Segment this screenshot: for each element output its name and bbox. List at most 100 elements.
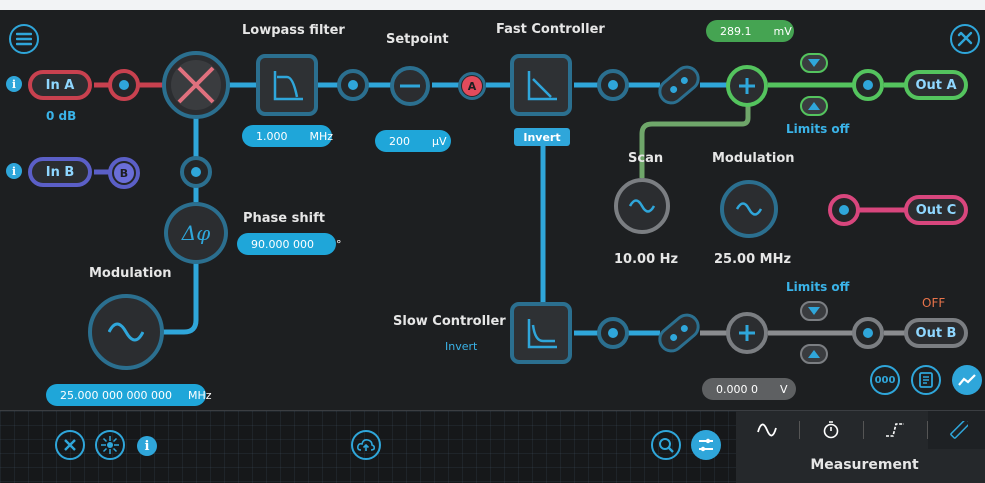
cloud-upload-button[interactable] (351, 430, 381, 460)
out-a-port[interactable]: Out A (904, 70, 968, 100)
setpoint-value-text: 200 (389, 134, 410, 148)
triangle-up-icon (808, 350, 820, 358)
about-info-icon[interactable]: i (137, 436, 157, 456)
tools-button[interactable] (950, 24, 980, 54)
lowpass-value-text: 1.000 (256, 129, 288, 143)
sum-b[interactable] (726, 312, 768, 354)
slow-invert-button[interactable]: Invert (445, 340, 478, 353)
limit-b-up-button[interactable] (800, 344, 828, 364)
modulation-out-source[interactable] (720, 180, 778, 238)
mixer[interactable] (162, 51, 230, 119)
in-b-badge[interactable]: B (108, 157, 140, 189)
fast-controller-block[interactable] (510, 54, 572, 116)
in-a-node[interactable] (108, 69, 140, 101)
out-c-node[interactable] (828, 194, 860, 226)
tab-step[interactable] (864, 411, 926, 449)
phase-shift-unit: ° (335, 237, 342, 251)
settings-sliders-button[interactable] (691, 430, 721, 460)
modulation-out-frequency[interactable]: 25.00 MHz (714, 252, 792, 267)
out-a-node[interactable] (852, 69, 884, 101)
mixer-ref-node[interactable] (180, 156, 212, 188)
fast-switch[interactable] (653, 60, 705, 110)
out-b-state: OFF (922, 296, 946, 310)
step-response-icon (886, 423, 904, 437)
phase-shift-value[interactable]: 90.000 000° (237, 233, 341, 255)
fast-controller-title: Fast Controller (496, 22, 605, 37)
slow-controller-block[interactable] (510, 302, 572, 364)
tab-divider (863, 421, 864, 439)
out-a-label: Out A (915, 77, 957, 93)
lowpass-out-node[interactable] (337, 69, 369, 101)
in-a-info-icon[interactable]: i (6, 76, 22, 92)
slow-controller-icon (527, 319, 557, 349)
in-a-port[interactable]: In A (28, 70, 92, 100)
lowpass-icon (273, 71, 303, 101)
scan-title: Scan (628, 151, 664, 166)
tab-timer[interactable] (800, 411, 862, 449)
limit-a-down-button[interactable] (800, 53, 828, 73)
limit-a-up-button[interactable] (800, 96, 828, 116)
tab-waveform[interactable] (736, 411, 798, 449)
search-icon (659, 438, 674, 453)
laser-button[interactable] (95, 430, 125, 460)
trend-button[interactable] (952, 365, 982, 395)
binary-button[interactable]: 000 (870, 365, 900, 395)
setpoint-unit: µV (432, 134, 447, 148)
modulation-in-source[interactable] (88, 294, 164, 370)
switch-icon (670, 77, 688, 93)
lowpass-block[interactable] (256, 54, 318, 116)
out-b-port[interactable]: Out B (904, 318, 968, 348)
setpoint-subtract[interactable] (390, 66, 430, 106)
measurement-panel-title: Measurement (810, 457, 919, 473)
cloud-upload-icon (357, 439, 375, 451)
slow-switch[interactable] (653, 308, 705, 358)
sum-a[interactable] (726, 65, 768, 107)
setpoint-value[interactable]: 200 µV (375, 130, 451, 152)
scan-source[interactable] (614, 178, 670, 234)
phase-symbol: Δφ (181, 221, 211, 245)
out-b-node[interactable] (852, 317, 884, 349)
scan-frequency[interactable]: 10.00 Hz (614, 252, 679, 267)
offset-a-value-text: 289.1 (720, 24, 752, 38)
in-a-gain[interactable]: 0 dB (46, 109, 77, 123)
fast-invert-button[interactable]: Invert (514, 128, 570, 146)
signal-flow-canvas: i In A 0 dB i In B B Lowpass filter 1.00… (0, 10, 985, 411)
modulation-in-unit: MHz (187, 388, 212, 402)
triangle-up-icon (808, 102, 820, 110)
setpoint-badge[interactable]: A (458, 72, 486, 100)
tab-measurement[interactable] (928, 411, 985, 449)
phase-shift-block[interactable]: Δφ (164, 202, 228, 264)
slow-out-node[interactable] (597, 317, 629, 349)
out-c-label: Out C (915, 202, 957, 218)
notes-button[interactable] (911, 365, 941, 395)
modulation-in-value-text: 25.000 000 000 000 (60, 388, 172, 402)
limits-b-label[interactable]: Limits off (786, 280, 850, 294)
notes-icon (919, 372, 933, 388)
in-a-label: In A (45, 77, 75, 93)
fast-out-node[interactable] (597, 69, 629, 101)
limit-b-down-button[interactable] (800, 301, 828, 321)
menu-button[interactable] (9, 24, 39, 54)
controller-icon (527, 71, 557, 101)
close-button[interactable] (55, 430, 85, 460)
switch-icon (670, 325, 688, 341)
out-c-port[interactable]: Out C (904, 195, 968, 225)
zoom-button[interactable] (651, 430, 681, 460)
modulation-out-title: Modulation (712, 151, 795, 166)
in-b-info-icon[interactable]: i (6, 163, 22, 179)
wiring (94, 82, 906, 336)
limits-a-label[interactable]: Limits off (786, 122, 850, 136)
offset-b-value-text: 0.000 0 (716, 382, 758, 396)
lowpass-title: Lowpass filter (242, 23, 345, 38)
laser-icon (101, 436, 119, 454)
plus-icon (739, 325, 755, 341)
sine-icon (736, 202, 762, 216)
sliders-icon (699, 438, 713, 452)
modulation-in-value[interactable]: 25.000 000 000 000 MHz (46, 384, 212, 406)
in-b-port[interactable]: In B (28, 157, 92, 187)
slow-controller-title: Slow Controller (393, 314, 506, 329)
waveform-icon (757, 423, 777, 437)
